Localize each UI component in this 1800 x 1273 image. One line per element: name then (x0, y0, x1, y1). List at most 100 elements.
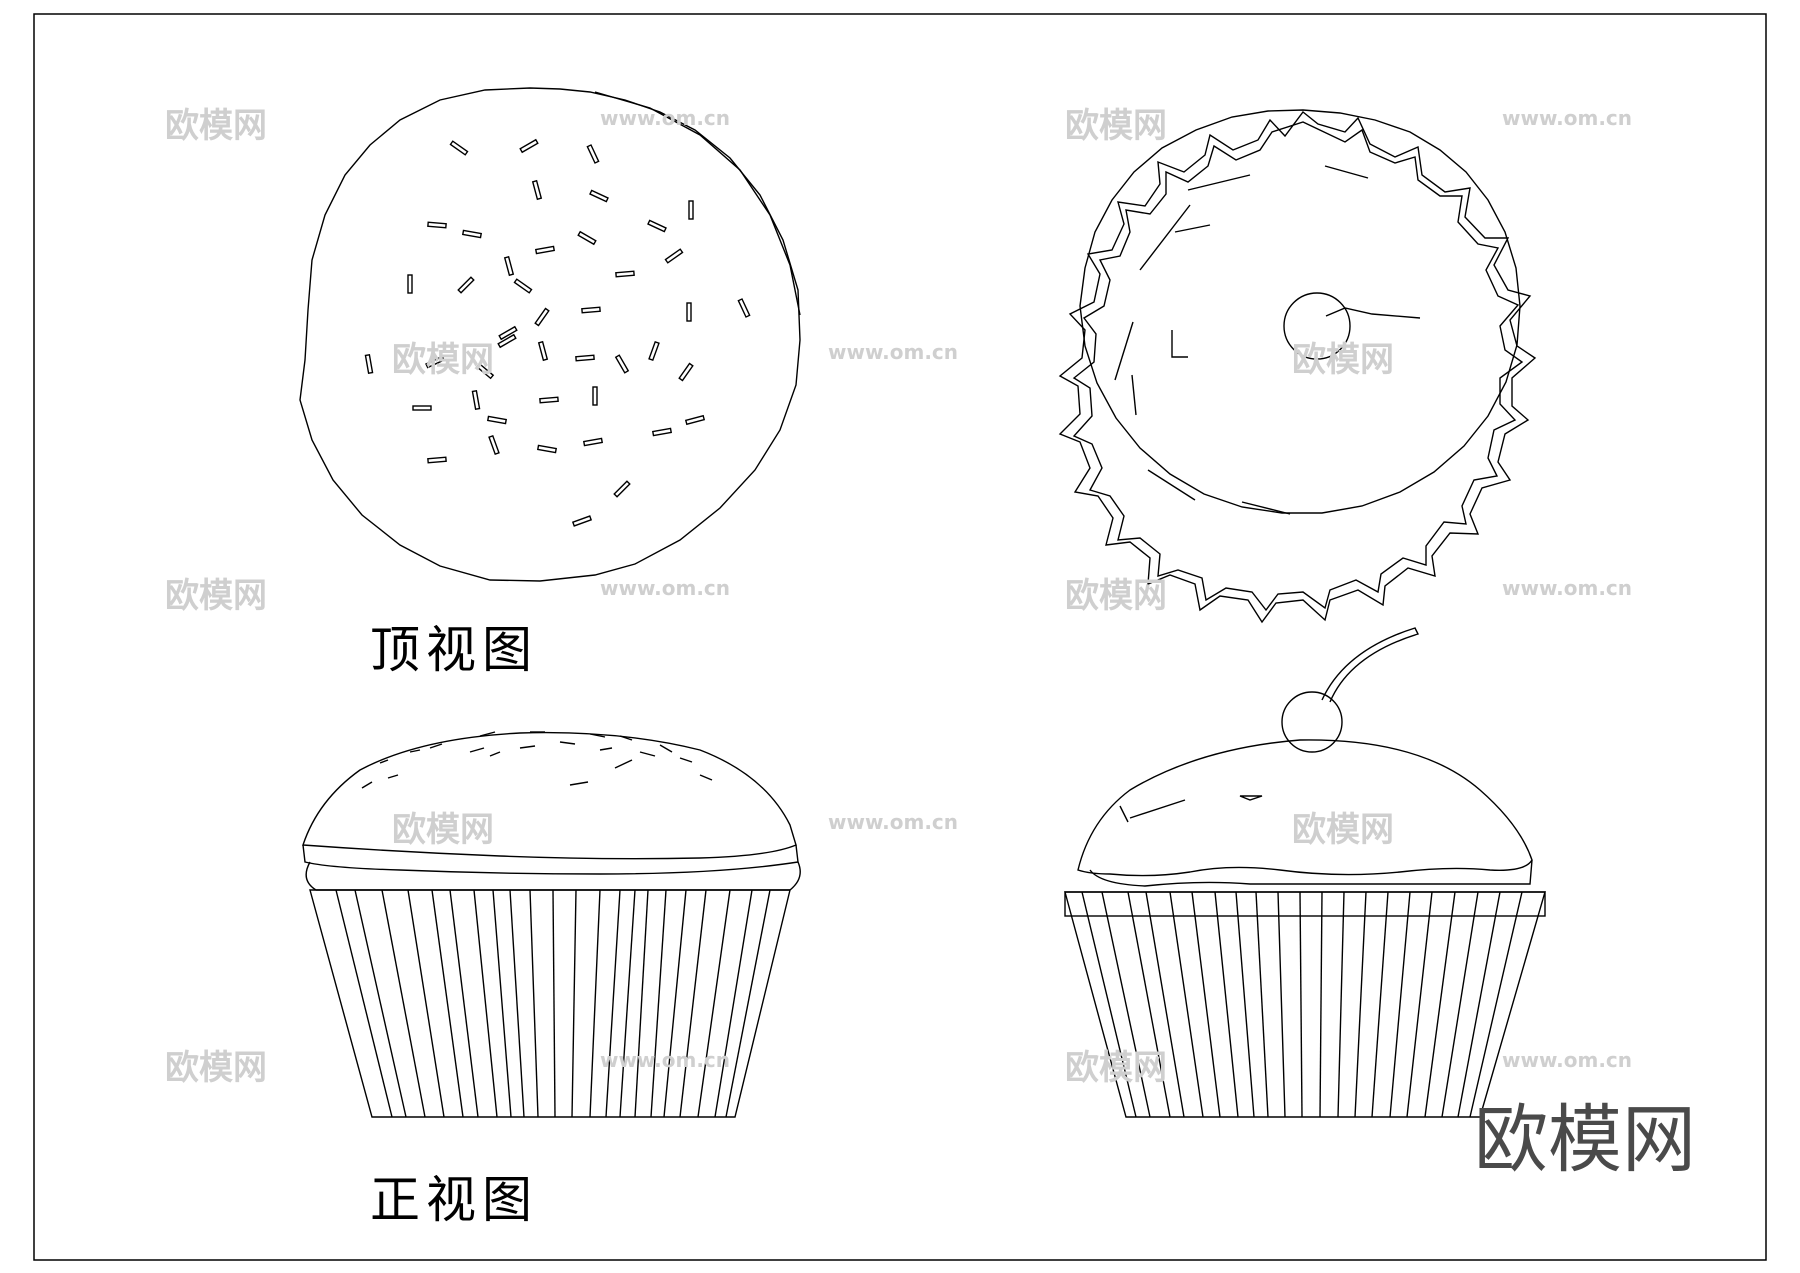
pleat-line (431, 889, 464, 1118)
wrapper-pleats-front-cherry (1081, 891, 1523, 1118)
watermark-brand: 欧模网 (1292, 810, 1394, 850)
sprinkle (614, 354, 630, 374)
watermark-url: www.om.cn (828, 340, 959, 364)
wrapper-cup-front (309, 889, 791, 1118)
sprinkle (688, 200, 694, 220)
brand-watermark: 欧模网 (1474, 1097, 1696, 1183)
pleat-line (1319, 891, 1323, 1118)
watermark-brand: 欧模网 (165, 576, 267, 616)
dome-sprinkle (379, 759, 389, 764)
frosting-streak (1174, 224, 1211, 233)
dome-sprinkle (659, 744, 673, 753)
sprinkles-group (364, 138, 751, 527)
frosting-streak (1171, 330, 1188, 358)
pleat-line (552, 889, 556, 1118)
pleat-line (354, 889, 407, 1118)
watermark-brand: 欧模网 (1065, 576, 1167, 616)
dome-sprinkle (479, 731, 496, 737)
sprinkle (586, 144, 600, 164)
frosting-streak (1131, 374, 1137, 416)
pleat-line (714, 889, 753, 1118)
dome-sprinkle (409, 749, 421, 753)
sprinkle (427, 456, 447, 464)
pleat-line (1169, 891, 1204, 1118)
pleat-line (492, 889, 512, 1118)
frosting-outline-top (299, 87, 801, 582)
sprinkle (513, 278, 533, 294)
watermark-brand: 欧模网 (1065, 106, 1167, 146)
cherry-stem-front (1321, 627, 1419, 703)
watermark-brand: 欧模网 (165, 106, 267, 146)
dome-sprinkle (589, 733, 606, 738)
cake-body-front (305, 861, 801, 891)
frosting-streak-front (1129, 799, 1186, 819)
dome-sprinkle (619, 735, 633, 741)
cupcake-top-view-cherry (1058, 109, 1537, 624)
pleat-line (619, 889, 636, 1118)
wrapper-teeth-outer (1058, 111, 1537, 624)
frosting-streak-front (1119, 805, 1129, 823)
pleat-line (509, 889, 525, 1118)
wrapper-teeth-inner (1072, 121, 1524, 612)
dome-sprinkle (599, 747, 613, 751)
front-view-label: 正视图 (370, 1171, 538, 1229)
dome-sprinkle (699, 774, 713, 781)
dome-sprinkle (469, 747, 485, 753)
pleat-line (1214, 891, 1239, 1118)
cherry-stem-top-view (1325, 307, 1421, 319)
sprinkle (449, 140, 469, 156)
cherry-top-view (1283, 292, 1351, 360)
dome-sprinkle (429, 743, 443, 749)
sprinkle (461, 229, 483, 239)
frosting-streak (1147, 469, 1196, 501)
frosting-streak (1187, 174, 1251, 191)
pleat-line (1406, 891, 1433, 1118)
sprinkle (457, 276, 475, 294)
dome-sprinkle (679, 757, 693, 763)
pleat-line (1081, 891, 1137, 1118)
pleat-line (1255, 891, 1269, 1118)
pleat-line (449, 889, 479, 1118)
sprinkle (678, 362, 694, 382)
sprinkle (486, 415, 508, 425)
top-view-label: 顶视图 (370, 621, 538, 679)
pleat-line (605, 889, 621, 1118)
sprinkle (537, 340, 549, 362)
pleat-line (1457, 891, 1501, 1118)
pleat-line (725, 889, 771, 1118)
watermark-url: www.om.cn (828, 810, 959, 834)
pleat-line (1145, 891, 1185, 1118)
frosting-streak (1241, 501, 1291, 515)
frosting-rim-top (594, 91, 801, 316)
sprinkle (497, 333, 517, 349)
dome-sprinkle (489, 751, 501, 757)
pleat-line (335, 889, 393, 1118)
pleat-line (1191, 891, 1221, 1118)
sprinkle (425, 355, 445, 369)
sprinkle (539, 396, 559, 404)
cupcake-top-view-sprinkles (299, 87, 801, 582)
pleat-line (1469, 891, 1523, 1118)
pleat-line (679, 889, 707, 1118)
pleat-line (381, 889, 426, 1118)
sprinkle (582, 437, 604, 447)
watermark-brand: 欧模网 (1065, 1048, 1167, 1088)
watermark-url: www.om.cn (600, 576, 731, 600)
dome-sprinkles (361, 731, 713, 789)
sprinkle (648, 340, 660, 362)
pleat-line (1424, 891, 1456, 1118)
sprinkle (592, 386, 598, 406)
frosting-highlight (1239, 795, 1263, 801)
sprinkle (503, 255, 515, 277)
pleat-line (407, 889, 445, 1118)
sprinkle (664, 248, 684, 264)
watermark-brand: 欧模网 (165, 1048, 267, 1088)
frosting-dome-front-cherry (1077, 739, 1533, 877)
watermark-url: www.om.cn (600, 106, 731, 130)
watermark-url: www.om.cn (600, 1048, 731, 1072)
sprinkle (651, 427, 673, 437)
sprinkle (498, 325, 518, 341)
wrapper-rim-front (1064, 891, 1546, 917)
watermark-brand: 欧模网 (392, 340, 494, 380)
sprinkle (531, 179, 543, 201)
